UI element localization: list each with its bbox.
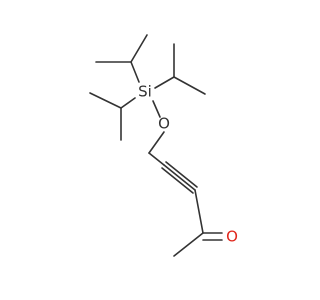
molecule-canvas: Si O O (89, 34, 238, 257)
bond-isopropyl-right-lower-methyl (173, 76, 206, 95)
bond-isopropyl-top-right-methyl (130, 34, 148, 63)
bond-alkyne-carbonyl-carbon (194, 189, 204, 234)
bond-silicon-oxygen (152, 100, 161, 118)
bond-layer (89, 34, 223, 257)
silicon-atom-label: Si (138, 83, 152, 101)
structure-diagram: Si O O (89, 34, 238, 257)
bond-isopropyl-left-upper-methyl (89, 92, 122, 109)
bond-carbonyl-carbon-methyl (173, 232, 204, 257)
ether-oxygen-atom-label: O (158, 115, 170, 133)
carbonyl-oxygen-atom-label: O (226, 228, 238, 246)
bond-methylene-alkyne (148, 152, 165, 166)
bond-oxygen-methylene (148, 131, 165, 154)
bond-silicon-top-isopropyl (130, 61, 140, 83)
bond-silicon-right-isopropyl (154, 76, 175, 89)
triple-bond-lower (161, 167, 194, 194)
bond-silicon-left-isopropyl (120, 97, 136, 109)
triple-bond-upper (165, 161, 198, 188)
triple-bond-center (163, 164, 196, 191)
